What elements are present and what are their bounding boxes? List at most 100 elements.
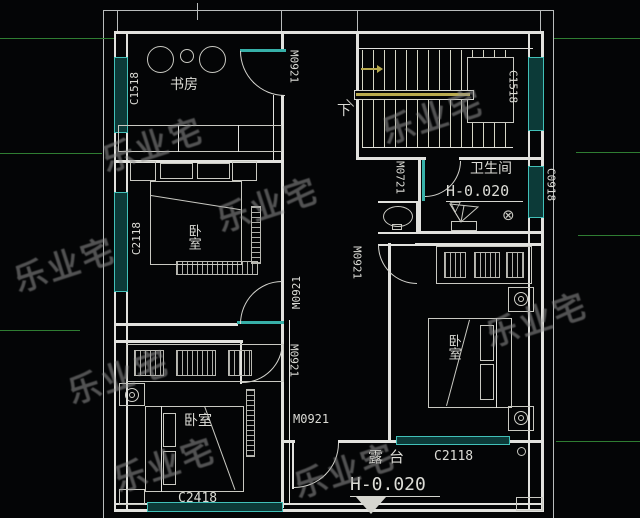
watermark: 乐业宅 [481,285,593,355]
lamp-icon [514,411,528,425]
wardrobe-hangers [506,252,524,278]
wall [289,320,290,504]
stair-edge [356,48,533,49]
study-chair [147,46,174,73]
lamp-icon [514,292,528,306]
shower-icon [449,203,480,223]
wall [528,31,530,510]
nightstand [119,383,145,406]
pillow [480,325,494,361]
wardrobe-hangers [474,252,500,278]
elevation-triangle-icon: ▽ [450,199,461,215]
window-bedroom-bottom [147,502,283,512]
study-chair [199,46,226,73]
wall [114,31,544,34]
axis-grid-line [0,38,116,39]
extension-tick [357,10,358,31]
wall [114,509,544,512]
window-study-left [114,57,128,133]
watermark: 乐业宅 [9,230,121,300]
wall [273,95,274,161]
wall [415,243,541,246]
door-label-bedroom-left: M0921 [290,276,303,310]
elevation-label-terrace: H-0.020 [350,475,440,497]
dimension-line [103,10,554,11]
washbasin [383,206,413,227]
bed-headboard-line [496,318,497,408]
dimension-line [553,10,554,518]
bed-headboard-line [161,406,162,492]
room-label-bathroom: 卫生间 [470,161,512,177]
nightstand [232,161,257,181]
wall [378,201,418,203]
wall [116,323,238,326]
door-label-bathroom: M0721 [393,161,407,195]
wall [281,33,284,52]
axis-grid-line [578,235,640,236]
room-label-bedroom-left: 卧室 [185,224,201,250]
bench [176,261,258,275]
rug-strip [251,206,261,264]
bed [145,406,244,492]
study-desk-divider [178,125,179,152]
door-swing-arc [240,281,282,324]
door-label-terrace: M0921 [293,412,330,426]
window-label-bedroom-bottom: C2418 [178,491,218,506]
pillow [480,364,494,400]
stair-landing [467,57,514,123]
room-label-terrace: 露台 [368,448,411,466]
wall [281,440,295,443]
stair-handrail-bar [356,93,470,96]
wardrobe [126,344,284,382]
door-leaf [422,160,425,201]
dimension-line [103,10,104,518]
window-label-study-left: C1518 [128,72,141,106]
floor-drain-icon: ⊗ [502,206,515,224]
axis-grid-line [0,330,80,331]
wardrobe-hangers [134,350,164,376]
wall [418,231,541,234]
wall [508,440,542,443]
wall [356,157,426,160]
room-label-bedroom-right: 卧室 [445,334,461,360]
axis-grid-line [0,153,102,154]
washbasin-tap [392,224,402,230]
pillow [163,451,176,485]
extension-tick [117,10,118,31]
window-label-bathroom-right: C0918 [544,168,558,202]
stair-direction-arrow-icon [361,68,377,70]
wardrobe-hangers [228,350,252,376]
axis-grid-line [554,38,640,39]
wall [114,503,544,505]
door-label-bedroom-bottom: M0921 [287,344,301,378]
window-label-terrace: C2118 [434,449,474,464]
nightstand [508,287,534,312]
window-bathroom-right [528,166,544,218]
window-label-stairwell-right: C1518 [506,70,520,104]
nightstand [130,161,156,181]
nightstand [508,406,534,431]
wall [281,326,284,508]
room-label-bedroom-bottom: 卧室 [184,413,212,429]
door-swing-arc [240,51,285,96]
door-label-study: M0921 [287,50,301,84]
stair-down-label: 下 [337,103,351,119]
terrace-drain [517,447,526,456]
wall [378,232,418,234]
study-desk-divider [238,125,239,152]
wall [388,243,391,443]
wall [418,160,421,234]
rug-strip [246,389,255,457]
wall [338,440,398,443]
axis-grid-line [556,441,640,442]
elevation-triangle-icon [356,497,386,514]
wall [116,160,284,163]
window-label-bedroom-left: C2118 [130,222,143,256]
extension-tick [540,10,541,31]
wall [459,157,541,160]
wall [116,340,243,343]
door-leaf [292,443,294,489]
wall [281,95,284,326]
extension-tick [281,10,282,31]
door-leaf [240,49,286,52]
